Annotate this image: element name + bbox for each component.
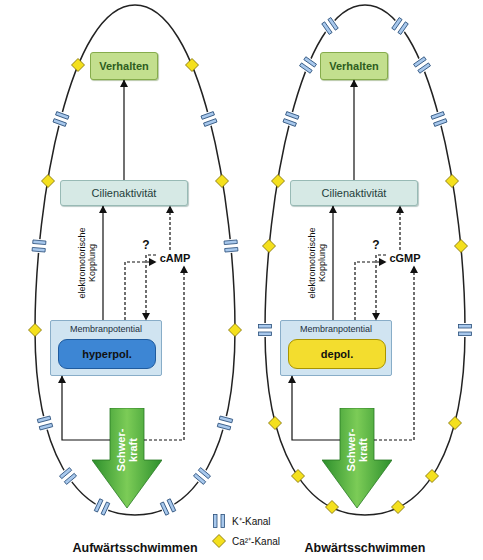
messenger-node: cAMP: [156, 250, 194, 266]
calcium-channel: [326, 501, 339, 514]
dashed-connector: [399, 206, 400, 250]
dashed-connector: [144, 266, 184, 440]
node-text: Schwer- kraft: [345, 429, 369, 472]
node-text: hyperpol.: [82, 348, 132, 360]
solid-connector: [332, 206, 333, 320]
coupling-label: elektromotorische Kopplung: [77, 227, 97, 298]
calcium-channel: [292, 470, 305, 483]
node-text: depol.: [321, 348, 353, 360]
node-text: Membranpotential: [51, 324, 161, 334]
potassium-channel: [36, 414, 53, 431]
potassium-channel: [216, 414, 233, 431]
gravity-arrow: Schwer- kraft: [92, 408, 162, 508]
caption-label: Aufwärtsschwimmen: [72, 541, 197, 555]
gravity-arrow-body: [92, 408, 162, 508]
calcium-channel: [263, 240, 276, 253]
legend-text: Ca²⁺-Kanal: [232, 534, 280, 548]
potassium-channel: [282, 110, 300, 128]
potassium-channel: [159, 498, 178, 517]
potassium-channel: [31, 238, 46, 253]
question-label: ?: [142, 240, 149, 250]
potassium-channel: [458, 323, 472, 337]
node-text: Cilienaktivität: [92, 187, 157, 199]
potassium-channel: [430, 110, 448, 128]
node-text: Cilienaktivität: [322, 187, 387, 199]
behavior-box: Verhalten: [320, 52, 388, 80]
cilia-activity-box: Cilienaktivität: [60, 180, 188, 206]
behavior-box: Verhalten: [90, 52, 158, 80]
dashed-connector: [376, 255, 386, 320]
node-text: Schwer- kraft: [115, 429, 139, 472]
potassium-channel: [223, 238, 238, 253]
membrane-potential-box: Membranpotential hyperpol.: [50, 320, 162, 376]
node-text: cGMP: [389, 252, 420, 264]
potential-pill: depol.: [288, 339, 386, 369]
caption-label: Abwärtsschwimmen: [305, 541, 426, 555]
question-label: ?: [372, 240, 379, 250]
potassium-channel: [93, 498, 112, 517]
dashed-connector: [355, 262, 386, 320]
legend-potassium-symbol: [212, 514, 226, 528]
cell-outline: [35, 5, 235, 515]
potential-pill: hyperpol.: [58, 339, 156, 369]
calcium-channel: [186, 59, 199, 72]
gravity-arrow: Schwer- kraft: [322, 408, 392, 508]
potassium-channel: [298, 55, 317, 74]
node-text: cAMP: [160, 252, 191, 264]
calcium-channel: [42, 175, 55, 188]
calcium-channel: [72, 59, 85, 72]
dashed-connector: [146, 255, 156, 320]
potassium-channel: [52, 110, 70, 128]
potassium-channel: [320, 16, 339, 35]
gravity-arrow-body: [322, 408, 392, 508]
calcium-channel: [455, 240, 468, 253]
solid-connector: [353, 80, 354, 180]
messenger-node: cGMP: [386, 250, 424, 266]
dashed-connector: [374, 266, 414, 440]
calcium-channel: [426, 470, 439, 483]
dashed-connector: [169, 206, 170, 250]
calcium-channel: [269, 417, 282, 430]
potassium-channel: [412, 55, 431, 74]
solid-connector: [123, 80, 124, 180]
node-text: Membranpotential: [281, 324, 391, 334]
dashed-connector: [125, 262, 156, 320]
node-text: Verhalten: [99, 60, 149, 72]
calcium-channel: [446, 175, 459, 188]
calcium-channel: [272, 175, 285, 188]
cell-outline: [265, 5, 465, 515]
calcium-channel: [29, 324, 42, 337]
coupling-label: elektromotorische Kopplung: [307, 227, 327, 298]
potassium-channel: [200, 110, 218, 128]
legend-calcium-symbol: [213, 535, 226, 548]
potassium-channel: [258, 323, 272, 337]
potassium-channel: [390, 16, 409, 35]
solid-connector: [292, 376, 340, 440]
membrane-potential-box: Membranpotential depol.: [280, 320, 392, 376]
legend-text: K⁺-Kanal: [232, 514, 271, 528]
cilia-activity-box: Cilienaktivität: [290, 180, 418, 206]
node-text: Verhalten: [329, 60, 379, 72]
potassium-channel: [58, 466, 78, 486]
potassium-channel: [192, 466, 212, 486]
calcium-channel: [229, 324, 242, 337]
calcium-channel: [392, 501, 405, 514]
calcium-channel: [449, 417, 462, 430]
calcium-channel: [216, 175, 229, 188]
solid-connector: [62, 376, 110, 440]
solid-connector: [102, 206, 103, 320]
